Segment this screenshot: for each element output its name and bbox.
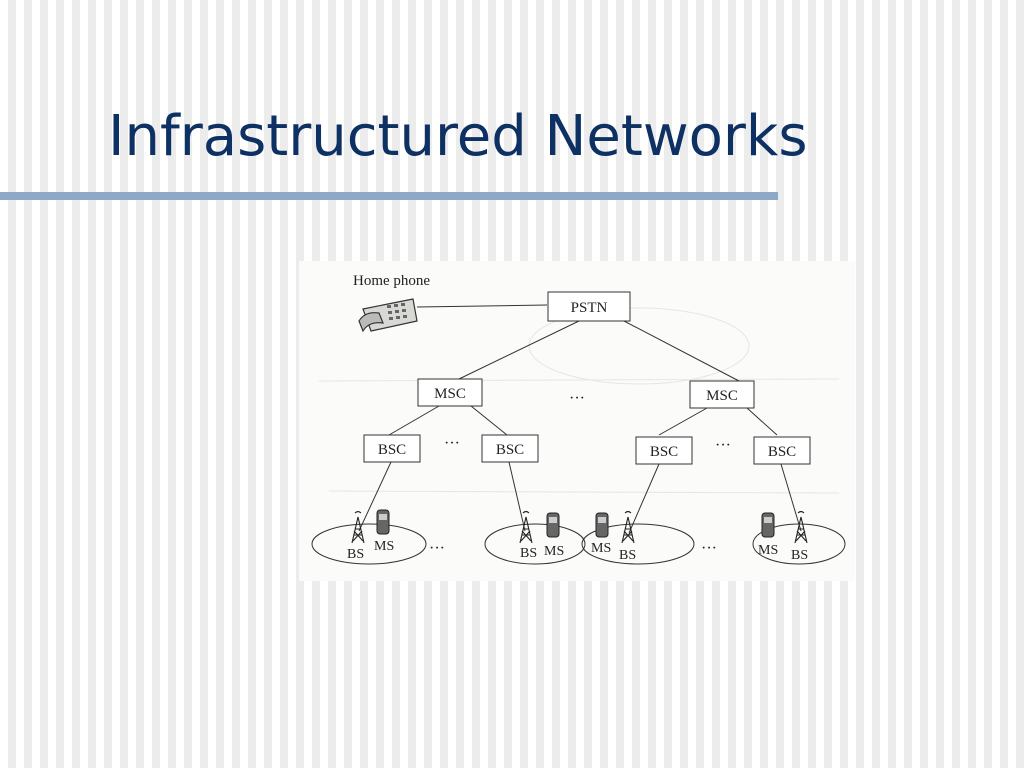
bsc-bs-link-1 bbox=[358, 461, 392, 532]
home-phone-link bbox=[416, 304, 548, 308]
ms-label-2: MS bbox=[544, 544, 564, 559]
bsc-bs-link-3 bbox=[628, 463, 660, 534]
ms-label-1: MS bbox=[374, 539, 394, 554]
home-phone-label: Home phone bbox=[353, 273, 430, 289]
mobile-phone-icon-4 bbox=[761, 512, 775, 538]
bs-tower-icon-3 bbox=[621, 510, 635, 544]
bs-tower-icon-2 bbox=[519, 510, 533, 544]
ms-label-3: MS bbox=[591, 541, 611, 556]
pstn-msc-left-link bbox=[458, 320, 580, 380]
bsc-ellipsis-right: ··· bbox=[715, 437, 731, 454]
bsc-box-1 bbox=[363, 434, 421, 463]
msc-bsc-link-1 bbox=[388, 405, 440, 436]
bs-label-2: BS bbox=[520, 546, 537, 561]
cell-ellipsis-left: ··· bbox=[429, 540, 445, 557]
bsc-box-2 bbox=[481, 434, 539, 463]
bsc-box-3 bbox=[635, 436, 693, 465]
bs-label-4: BS bbox=[791, 548, 808, 563]
cell-3 bbox=[581, 523, 695, 565]
mobile-phone-icon-2 bbox=[546, 512, 560, 538]
bsc-label-1: BSC bbox=[378, 442, 406, 458]
telephone-icon bbox=[358, 298, 418, 333]
links bbox=[358, 304, 802, 534]
msc-box-left bbox=[417, 378, 483, 407]
cell-1 bbox=[311, 523, 427, 565]
msc-label-left: MSC bbox=[434, 386, 466, 402]
pstn-label: PSTN bbox=[571, 300, 608, 316]
bs-label-3: BS bbox=[619, 548, 636, 563]
cell-ellipsis-right: ··· bbox=[701, 540, 717, 557]
bsc-bs-link-4 bbox=[780, 463, 802, 532]
bs-label-1: BS bbox=[347, 547, 364, 562]
title-underline bbox=[0, 192, 778, 200]
msc-bsc-link-4 bbox=[746, 407, 778, 436]
bsc-box-4 bbox=[753, 436, 811, 465]
msc-box-right bbox=[689, 380, 755, 409]
bsc-label-3: BSC bbox=[650, 444, 678, 460]
pstn-box bbox=[547, 291, 631, 322]
bsc-label-2: BSC bbox=[496, 442, 524, 458]
msc-label-right: MSC bbox=[706, 388, 738, 404]
bsc-label-4: BSC bbox=[768, 444, 796, 460]
ms-label-4: MS bbox=[758, 543, 778, 558]
pstn-msc-right-link bbox=[623, 320, 740, 382]
msc-ellipsis: ··· bbox=[569, 390, 585, 407]
bs-tower-icon-4 bbox=[794, 510, 808, 544]
bsc-bs-link-2 bbox=[508, 461, 526, 532]
mobile-phone-icon-3 bbox=[595, 512, 609, 538]
bs-tower-icon-1 bbox=[351, 510, 365, 544]
slide-title: Infrastructured Networks bbox=[108, 104, 808, 169]
network-diagram: Home phone PSTN MSC MSC ··· BSC BSC BSC bbox=[299, 261, 855, 581]
msc-bsc-link-2 bbox=[470, 405, 508, 436]
mobile-phone-icon-1 bbox=[376, 509, 390, 535]
bsc-ellipsis-left: ··· bbox=[444, 435, 460, 452]
msc-bsc-link-3 bbox=[658, 407, 708, 436]
cell-2 bbox=[484, 523, 586, 565]
network-diagram-svg: Home phone PSTN MSC MSC ··· BSC BSC BSC bbox=[311, 273, 846, 565]
